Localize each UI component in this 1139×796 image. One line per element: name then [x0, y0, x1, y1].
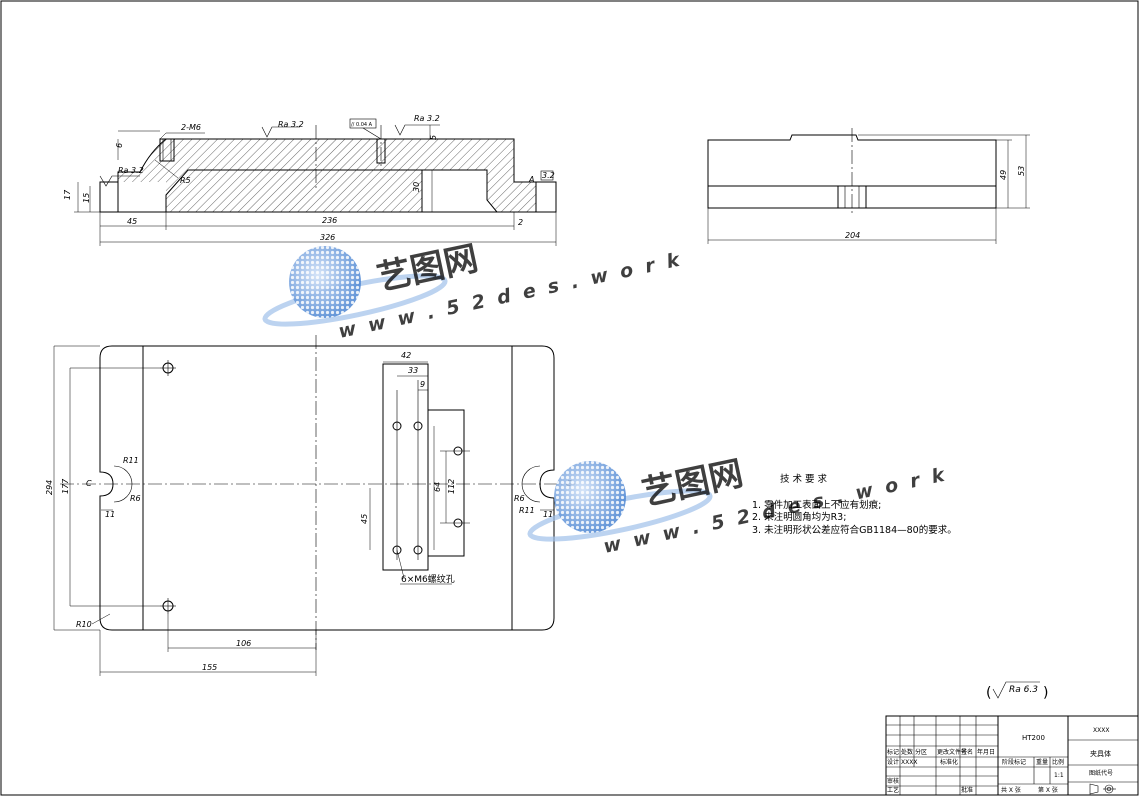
hole-callout: 2-M6	[181, 123, 201, 132]
watermark-2: 艺图网 w w w . 5 2 d e s . w o r k	[527, 453, 949, 558]
c-left: C	[86, 479, 92, 488]
left-lug-open	[99, 181, 119, 213]
r6-right: R6	[514, 494, 525, 503]
svg-text:年月日: 年月日	[977, 748, 995, 756]
dim-204-side: 204	[845, 231, 860, 240]
datum-a-box	[540, 170, 554, 181]
dim-177: 177	[61, 478, 70, 494]
insert-outline	[382, 363, 429, 571]
pocket-cavity	[165, 169, 423, 213]
dim-15: 15	[82, 193, 91, 203]
dim-112: 112	[447, 479, 456, 494]
dim-294: 294	[45, 480, 54, 495]
roughness-note: Ra 6.3	[1009, 685, 1038, 695]
dim-17: 17	[63, 189, 72, 200]
ra-left: Ra 3.2	[118, 166, 144, 175]
dim-9: 9	[420, 380, 425, 389]
side-view: 204 49 53	[707, 128, 1030, 244]
right-lug-open	[535, 181, 557, 213]
svg-text:审核: 审核	[887, 777, 899, 785]
watermark-brand: 艺图网	[639, 453, 747, 513]
r6-left: R6	[130, 494, 141, 503]
svg-text:XXXX: XXXX	[901, 759, 917, 766]
svg-text:工艺: 工艺	[887, 786, 899, 794]
section-outline	[99, 138, 537, 213]
tapped-hole-left	[159, 138, 175, 162]
svg-text:标准化: 标准化	[940, 758, 958, 766]
dim-5: 5	[429, 135, 438, 140]
technical-requirements: 技 术 要 求 1. 零件加工表面上不应有划痕; 2. 未注明圆角均为R3; 3…	[752, 473, 957, 536]
svg-text:重量: 重量	[1036, 758, 1048, 766]
base-plate	[99, 345, 555, 631]
dim-326: 326	[320, 233, 335, 242]
dim-11-right: 11	[543, 510, 553, 519]
r11-left: R11	[123, 456, 139, 465]
surface-right: 3.2	[542, 171, 555, 180]
dim-30: 30	[412, 182, 421, 192]
parallel-tolerance: // 0.04 A	[351, 122, 373, 128]
requirement-2: 2. 未注明圆角均为R3;	[752, 511, 846, 523]
ra-top-left: Ra 3.2	[278, 120, 304, 129]
general-roughness: ( Ra 6.3 )	[986, 681, 1048, 701]
svg-text:共 X 张: 共 X 张	[1001, 786, 1021, 794]
svg-text:更改文件号: 更改文件号	[937, 748, 967, 756]
svg-text:分区: 分区	[915, 748, 927, 756]
scale: 1:1	[1054, 772, 1064, 779]
r10: R10	[76, 620, 92, 629]
drawing-no: 图纸代号	[1089, 769, 1113, 777]
company: XXXX	[1093, 727, 1109, 734]
svg-text:阶段标记: 阶段标记	[1002, 758, 1026, 766]
section-hatch	[100, 139, 536, 212]
dim-2: 2	[518, 218, 523, 227]
dim-49: 49	[999, 170, 1008, 180]
dim-42: 42	[401, 351, 411, 360]
top-view: 42 33 9 64 112 45 294 177 106 155 R11 R6…	[45, 335, 575, 676]
ra-top-right: Ra 3.2	[414, 114, 440, 123]
svg-text:签名: 签名	[961, 748, 973, 756]
dim-236: 236	[322, 216, 337, 225]
dim-64: 64	[433, 482, 442, 492]
requirement-3: 3. 未注明形状公差应符合GB1184—80的要求。	[752, 524, 957, 536]
requirement-1: 1. 零件加工表面上不应有划痕;	[752, 499, 881, 511]
svg-text:第 X 张: 第 X 张	[1038, 786, 1058, 794]
r11-right: R11	[519, 506, 535, 515]
right-recess	[421, 169, 499, 213]
svg-text:处数: 处数	[901, 748, 913, 756]
svg-text:(: (	[986, 685, 991, 701]
thread-note: 6×M6螺纹孔	[401, 573, 455, 585]
svg-text:): )	[1043, 685, 1048, 701]
dim-6: 6	[115, 143, 124, 148]
dim-45-top: 45	[360, 514, 369, 524]
svg-text:比例: 比例	[1052, 758, 1064, 766]
material: HT200	[1022, 734, 1045, 742]
dim-155: 155	[202, 663, 217, 672]
title-block: 标记 处数 分区 更改文件号 签名 年月日 设计 XXXX 标准化 审核 工艺 …	[885, 715, 1139, 796]
svg-text:批准: 批准	[961, 786, 973, 794]
dim-45: 45	[127, 217, 137, 226]
requirements-title: 技 术 要 求	[780, 473, 828, 485]
projection-symbol-icon	[1089, 783, 1116, 795]
part-name: 夹具体	[1090, 749, 1111, 758]
dim-53: 53	[1017, 166, 1026, 176]
svg-text:标记: 标记	[887, 748, 899, 756]
dim-106: 106	[236, 639, 251, 648]
front-section-view: 45 236 326 17 15 30 6 5 2 2-M6 Ra 3.2 Ra…	[63, 114, 557, 246]
dim-33: 33	[408, 366, 418, 375]
radius-r5: R5	[180, 176, 191, 185]
svg-text:设计: 设计	[887, 758, 899, 766]
dim-11-left: 11	[105, 510, 115, 519]
watermark-brand: 艺图网	[374, 238, 482, 298]
insert-pocket	[427, 409, 465, 557]
watermark-1: 艺图网 w w w . 5 2 d e s . w o r k	[262, 238, 684, 343]
datum-a: A	[528, 175, 534, 184]
